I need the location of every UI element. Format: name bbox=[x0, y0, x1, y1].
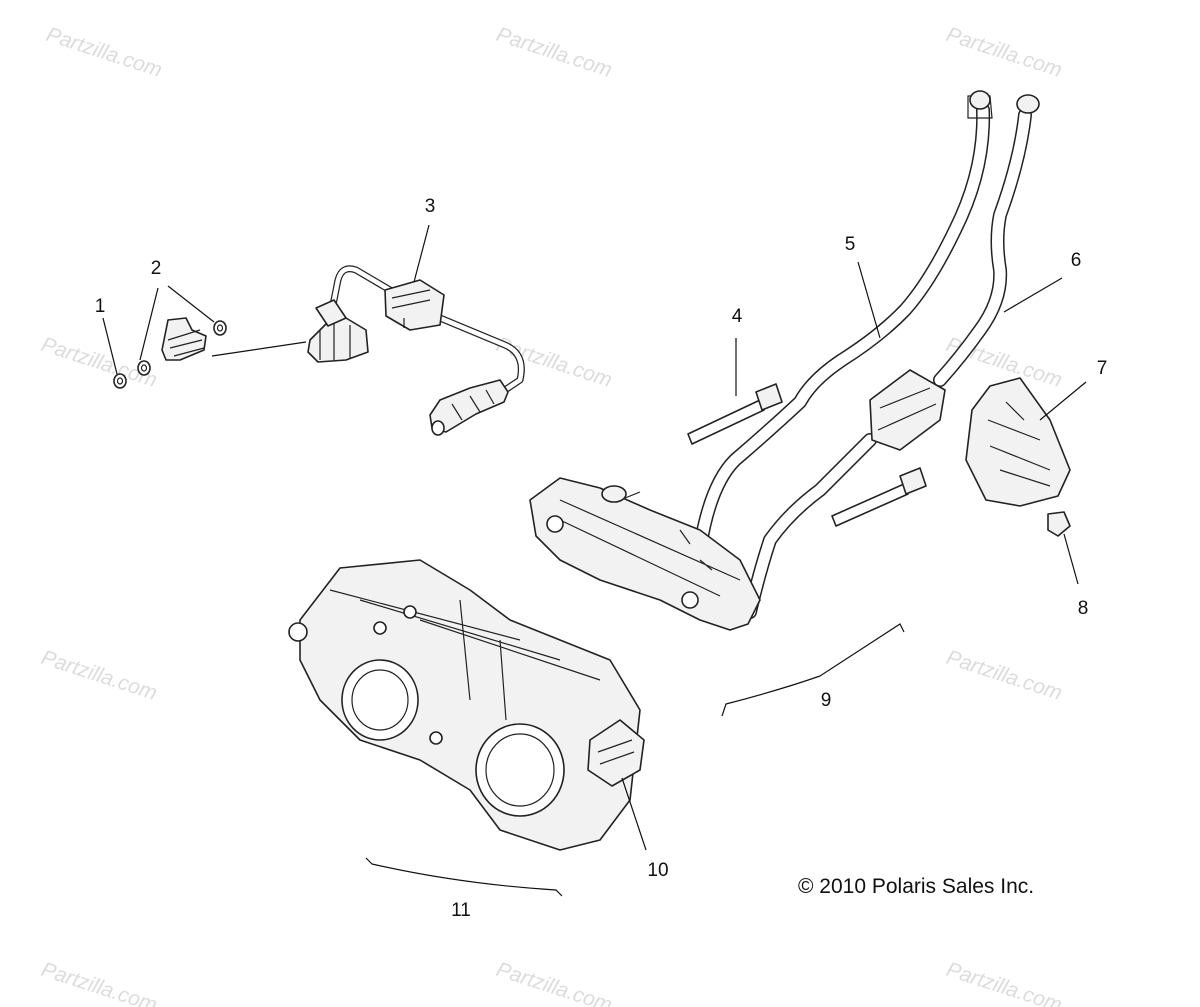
watermark: Partzilla.com bbox=[943, 958, 1064, 1007]
callout-5: 5 bbox=[845, 234, 856, 255]
watermark: Partzilla.com bbox=[493, 958, 614, 1007]
part-bolt-2 bbox=[831, 467, 927, 527]
part-11-throttle-body bbox=[288, 559, 641, 851]
callout-8: 8 bbox=[1078, 598, 1089, 619]
callout-1: 1 bbox=[95, 296, 106, 317]
part-1-washer bbox=[113, 373, 127, 389]
watermark: Partzilla.com bbox=[38, 958, 159, 1007]
callout-7: 7 bbox=[1097, 358, 1108, 379]
bracket-11 bbox=[365, 857, 563, 897]
part-10-sensor bbox=[587, 719, 645, 787]
part-6-hose bbox=[743, 94, 1040, 619]
part-7-module bbox=[965, 377, 1071, 507]
part-5-hose bbox=[693, 90, 993, 555]
callout-9: 9 bbox=[821, 690, 832, 711]
bracket-9 bbox=[721, 623, 905, 717]
callout-11: 11 bbox=[451, 900, 471, 921]
part-4-bolt bbox=[687, 383, 783, 445]
part-8-screw bbox=[1047, 511, 1079, 585]
leader-lines bbox=[102, 224, 1087, 851]
watermark: Partzilla.com bbox=[943, 646, 1064, 705]
callout-10: 10 bbox=[647, 860, 668, 881]
part-2-o-rings bbox=[137, 317, 227, 376]
watermark: Partzilla.com bbox=[943, 23, 1064, 82]
copyright-notice: © 2010 Polaris Sales Inc. bbox=[798, 875, 1034, 898]
callout-labels: 1 2 3 4 5 6 7 8 9 10 11 bbox=[95, 196, 1108, 921]
leader-line bbox=[211, 341, 307, 357]
part-9-fuel-rail bbox=[529, 477, 761, 631]
part-3-injector-harness bbox=[307, 265, 525, 436]
callout-2: 2 bbox=[151, 258, 162, 279]
callout-3: 3 bbox=[425, 196, 436, 217]
watermark: Partzilla.com bbox=[38, 646, 159, 705]
callout-6: 6 bbox=[1071, 250, 1082, 271]
callout-4: 4 bbox=[732, 306, 743, 327]
watermark: Partzilla.com bbox=[493, 23, 614, 82]
watermark: Partzilla.com bbox=[43, 23, 164, 82]
